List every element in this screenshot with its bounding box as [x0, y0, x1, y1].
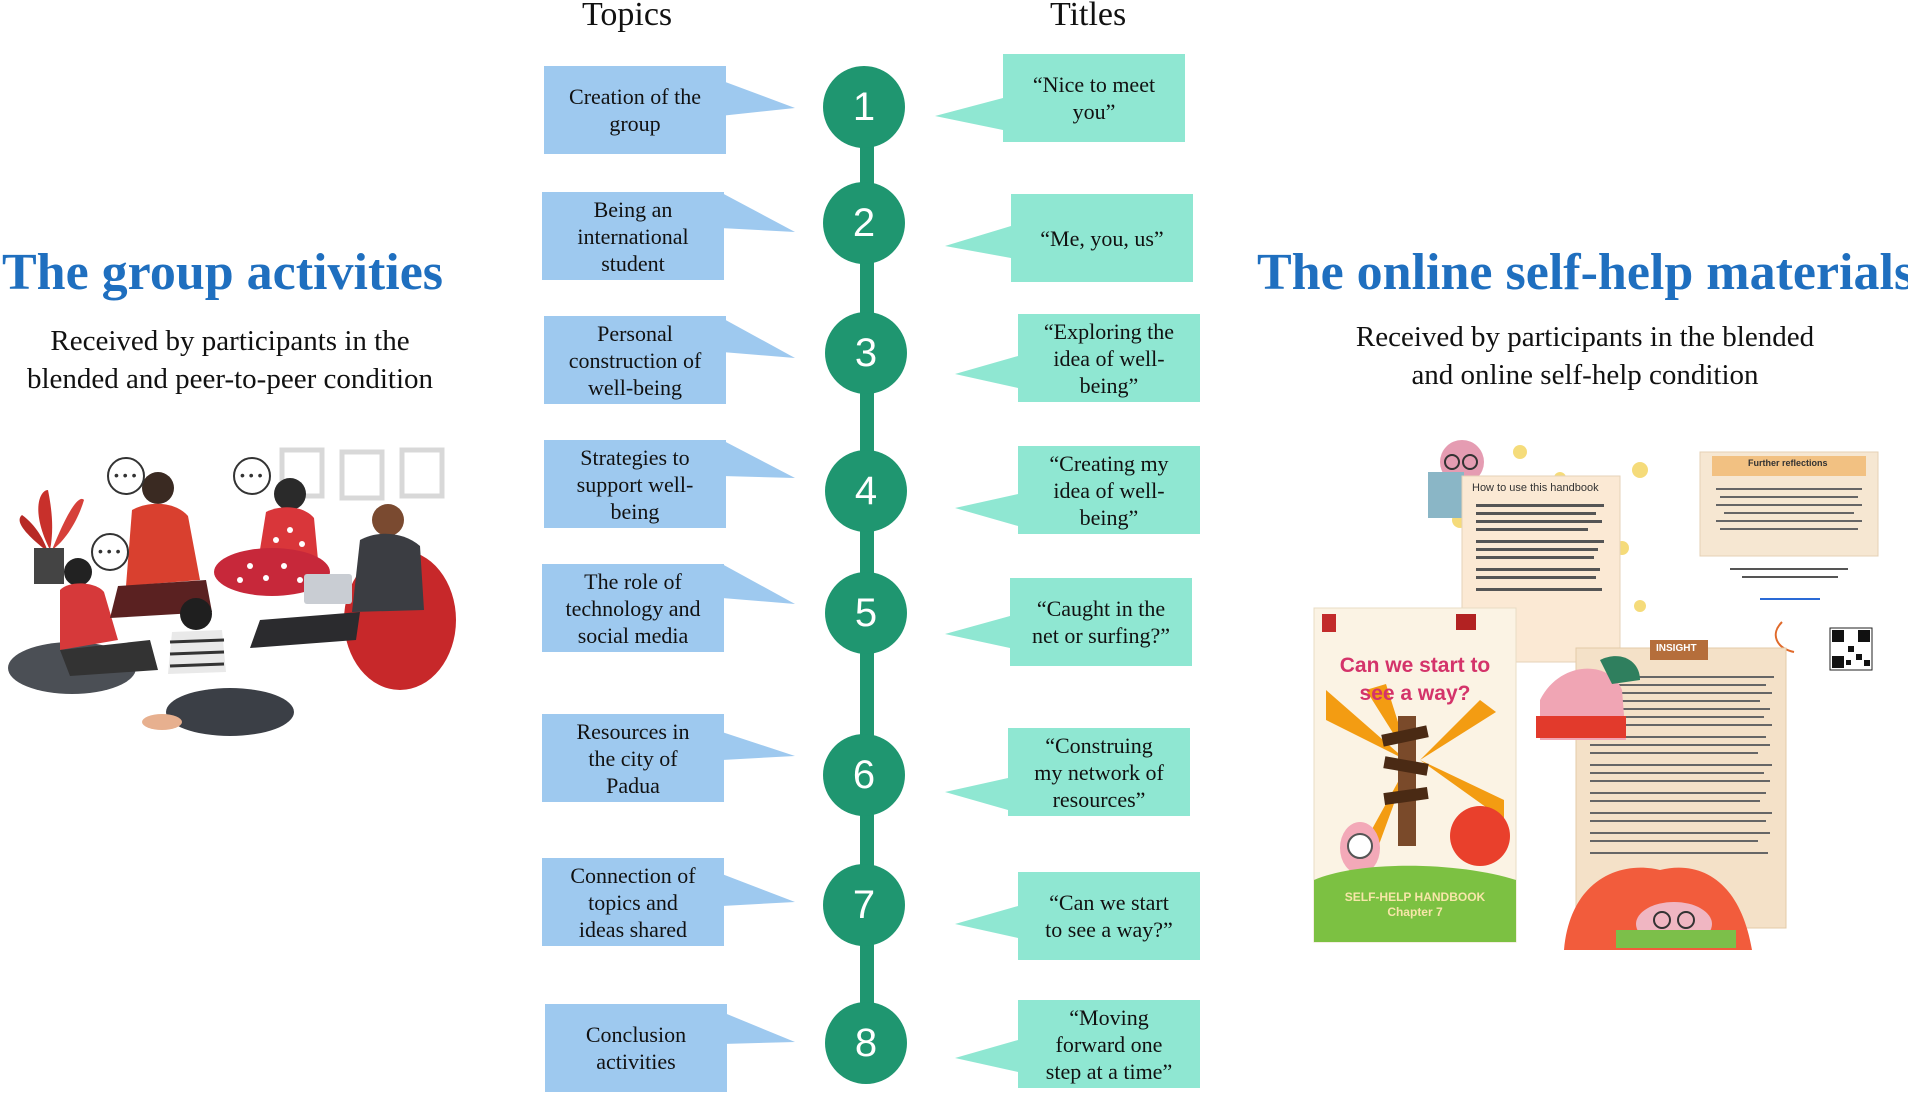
title-4-line: “Creating my [1049, 450, 1169, 476]
topic-8-line: activities [596, 1049, 676, 1074]
group-activities-subtitle: Received by participants in the blended … [0, 322, 460, 398]
topic-3-line: well-being [587, 374, 683, 400]
insight-page-heading: INSIGHT [1656, 643, 1697, 654]
topic-4-line: Strategies to [580, 444, 690, 470]
title-7-line: “Can we start [1049, 890, 1169, 915]
handbook-cover-label-line1: SELF-HELP HANDBOOK [1344, 890, 1486, 904]
title-5-line: net or surfing?” [1031, 623, 1171, 648]
topic-7-line: ideas shared [578, 916, 688, 942]
topic-1-line: Creation of the [569, 84, 701, 109]
handbook-cover-title-line1: Can we start to [1339, 654, 1491, 677]
topic-6-line: the city of [588, 745, 678, 771]
title-3-line: idea of well- [1053, 345, 1165, 371]
topic-5-line: social media [577, 622, 689, 648]
step-circle-3: 3 [825, 312, 907, 394]
handbook-cover-label-line2: Chapter 7 [1387, 905, 1443, 919]
title-4-line: being” [1079, 504, 1139, 530]
title-8-line: forward one [1055, 1031, 1163, 1057]
topic-1-line: group [609, 111, 661, 136]
topic-3-line: construction of [568, 347, 702, 373]
topic-4-line: being [610, 498, 660, 524]
topic-2-line: Being an [593, 196, 673, 222]
step-circle-2: 2 [823, 182, 905, 264]
online-materials-subtitle-line2: and online self-help condition [1411, 359, 1759, 391]
title-5-line: “Caught in the [1036, 596, 1166, 621]
title-8-line: “Moving [1069, 1004, 1149, 1030]
title-4-line: idea of well- [1053, 477, 1165, 503]
handbook-cover-title: Can we start to see a way? [1314, 652, 1516, 708]
online-materials-subtitle: Received by participants in the blended … [1315, 318, 1855, 394]
title-7-line: to see a way?” [1045, 917, 1173, 942]
topic-4-line: support well- [576, 471, 694, 497]
title-2-line: “Me, you, us” [1040, 225, 1164, 251]
topic-7-line: Connection of [570, 862, 696, 888]
reflections-page-heading: Further reflections [1748, 458, 1828, 468]
step-circle-6: 6 [823, 734, 905, 816]
title-1-line: you” [1072, 99, 1116, 124]
topic-2-line: international [577, 223, 689, 249]
topic-3-line: Personal [597, 320, 673, 346]
topic-6-line: Padua [606, 772, 660, 798]
handbook-cover-title-line2: see a way? [1359, 682, 1471, 705]
title-box-2: “Me, you, us” [1011, 194, 1193, 282]
titles-header: Titles [1050, 0, 1127, 33]
group-activities-subtitle-line2: blended and peer-to-peer condition [26, 363, 434, 395]
step-circle-4: 4 [825, 450, 907, 532]
step-circle-8: 8 [825, 1002, 907, 1084]
title-8-line: step at a time” [1045, 1058, 1173, 1084]
handbook-cover-label: SELF-HELP HANDBOOK Chapter 7 [1314, 890, 1516, 920]
title-3-line: “Exploring the [1043, 318, 1175, 344]
group-activities-title: The group activities [2, 244, 444, 301]
topics-header: Topics [582, 0, 673, 33]
title-3-line: being” [1079, 372, 1139, 398]
topic-8-line: Conclusion [585, 1022, 687, 1047]
topic-5-line: The role of [584, 568, 682, 594]
online-materials-subtitle-line1: Received by participants in the blended [1355, 321, 1815, 353]
title-6-line: my network of [1034, 759, 1164, 785]
title-6-line: “Construing [1045, 732, 1153, 758]
topic-7-line: topics and [588, 889, 678, 915]
online-materials-title: The online self-help materials [1257, 244, 1908, 301]
title-1-line: “Nice to meet [1032, 72, 1156, 97]
topic-5-line: technology and [565, 595, 701, 621]
topic-2-line: student [601, 250, 665, 276]
group-activities-subtitle-line1: Received by participants in the [50, 325, 410, 357]
step-circle-5: 5 [825, 572, 907, 654]
handbook-page-heading: How to use this handbook [1472, 482, 1599, 494]
step-circle-7: 7 [823, 864, 905, 946]
step-circle-1: 1 [823, 66, 905, 148]
topic-6-line: Resources in [576, 718, 690, 744]
title-6-line: resources” [1052, 786, 1146, 812]
